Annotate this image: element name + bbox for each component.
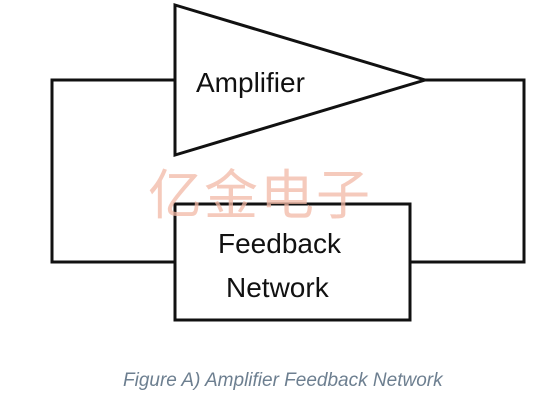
figure-caption: Figure A) Amplifier Feedback Network bbox=[123, 370, 443, 391]
feedback-label-line1: Feedback bbox=[218, 228, 342, 259]
amplifier-triangle bbox=[173, 2, 431, 158]
input-wire bbox=[50, 78, 175, 264]
amplifier-label: Amplifier bbox=[196, 67, 305, 98]
feedback-network-box bbox=[173, 202, 412, 322]
feedback-label-line2: Network bbox=[226, 272, 330, 303]
output-wire bbox=[410, 78, 526, 264]
watermark: 亿金电子 bbox=[148, 164, 372, 227]
